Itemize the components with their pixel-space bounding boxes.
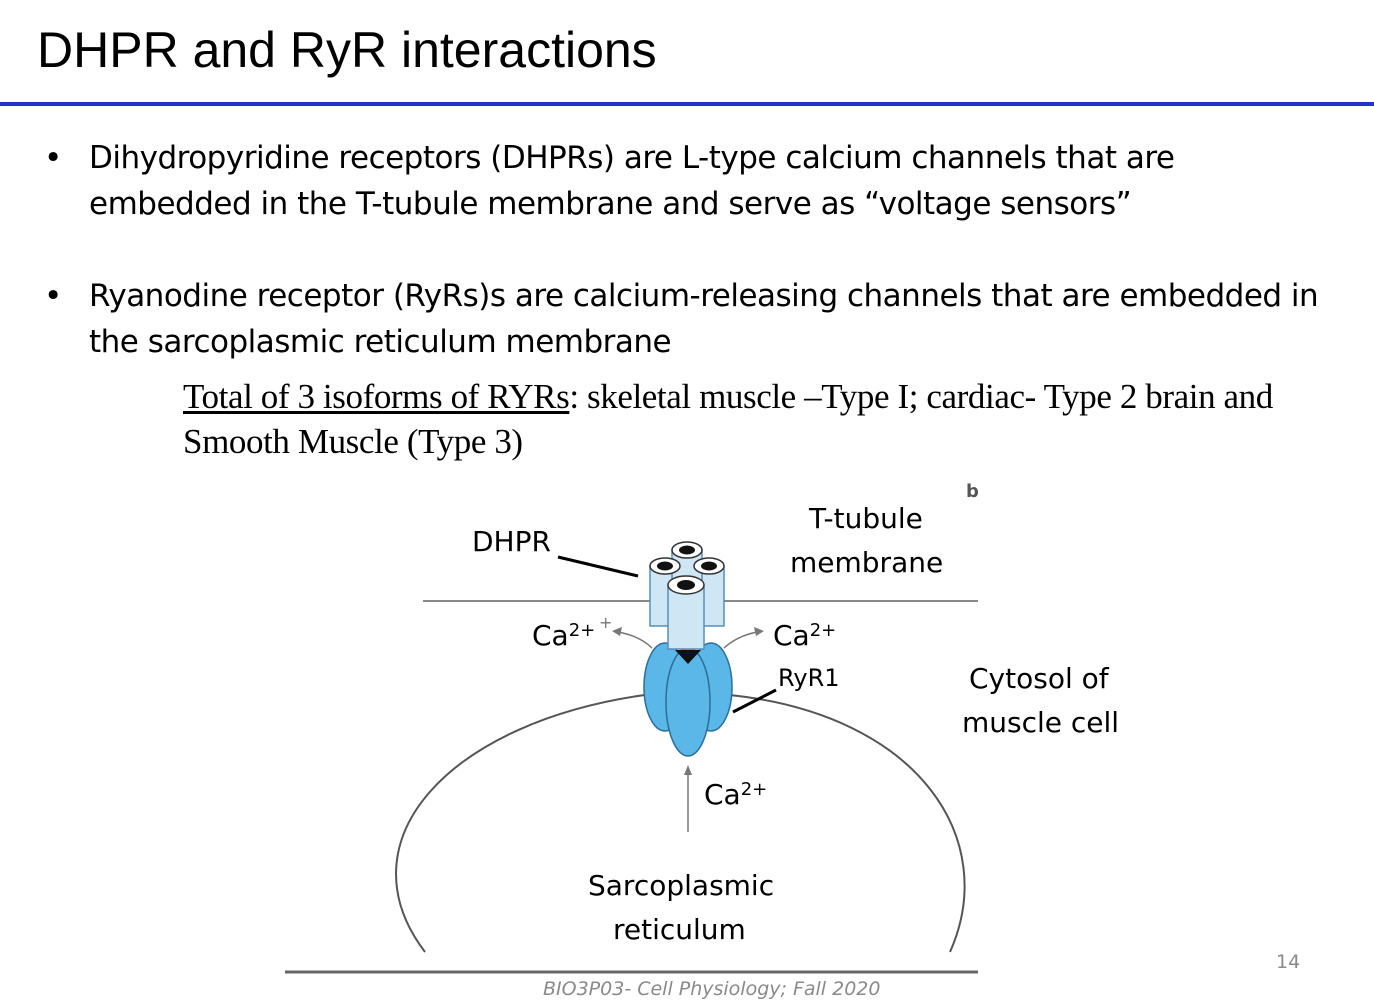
ca-bottom-label: Ca2+ xyxy=(704,778,768,811)
ryr1-channel xyxy=(643,642,733,757)
plus-sign: + xyxy=(599,613,613,632)
isoform-note: Total of 3 isoforms of RYRs: skeletal mu… xyxy=(183,374,1303,464)
ryr1-leader-line xyxy=(732,688,777,714)
ca-left-label: Ca2+ xyxy=(532,619,596,652)
slide-title: DHPR and RyR interactions xyxy=(37,22,657,78)
t-tubule-label-line2: membrane xyxy=(790,546,944,579)
bullet-dhpr: Dihydropyridine receptors (DHPRs) are L-… xyxy=(89,140,1175,222)
t-tubule-label-line1: T-tubule xyxy=(809,502,923,535)
cytosol-label-line1: Cytosol of xyxy=(969,662,1109,695)
ca-release-arrow-right xyxy=(723,627,764,649)
dhpr-channel xyxy=(649,541,725,650)
isoform-note-underlined: Total of 3 isoforms of RYRs xyxy=(183,377,570,416)
bullet-ryr: Ryanodine receptor (RyRs)s are calcium-r… xyxy=(89,278,1319,360)
ca-release-arrow-left xyxy=(612,627,653,649)
ca-right-label: Ca2+ xyxy=(773,619,837,652)
slide-footer: BIO3P03- Cell Physiology; Fall 2020 xyxy=(543,978,881,1000)
ryr1-label: RyR1 xyxy=(778,664,840,692)
title-underline xyxy=(0,102,1374,106)
sr-label-line1: Sarcoplasmic xyxy=(588,869,775,902)
isoform-note-rest: : skeletal muscle –Type I; cardiac- Type… xyxy=(183,377,1273,461)
sarcoplasmic-reticulum-membrane xyxy=(395,693,966,953)
sr-label-line2: reticulum xyxy=(613,913,746,946)
cytosol-label-line2: muscle cell xyxy=(962,706,1120,739)
dhpr-leader-line xyxy=(557,555,639,578)
bullet-marker: • xyxy=(44,278,63,314)
page-number: 14 xyxy=(1276,951,1301,973)
ca-uptake-arrow-up xyxy=(684,765,692,832)
dhpr-label: DHPR xyxy=(472,525,551,558)
figure-panel-letter: b xyxy=(966,481,979,502)
bullet-marker: • xyxy=(44,140,63,176)
